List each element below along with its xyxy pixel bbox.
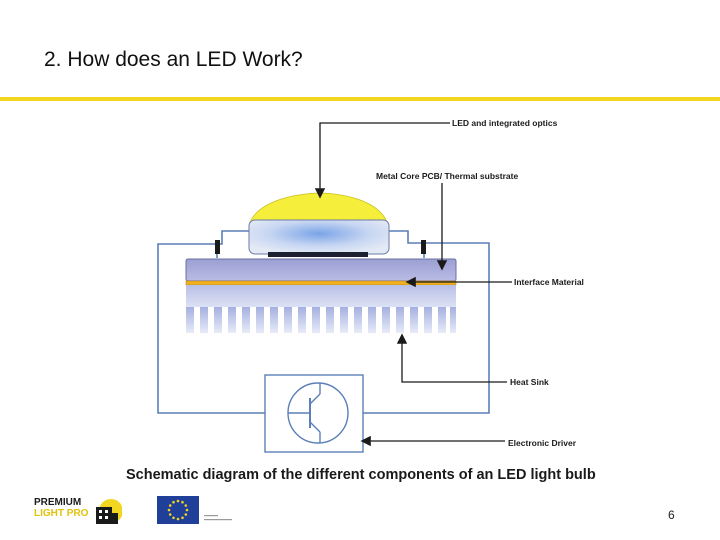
led-die [268, 252, 368, 257]
premium-light-pro-logo: PREMIUM LIGHT PRO [34, 495, 126, 527]
label-metal-core-pcb: Metal Core PCB/ Thermal substrate [376, 171, 518, 181]
diagram-caption: Schematic diagram of the different compo… [126, 467, 596, 483]
eu-flag-icon [157, 496, 199, 524]
logo-text-line2: LIGHT PRO [34, 508, 89, 519]
label-heat-sink: Heat Sink [510, 377, 549, 387]
page-number: 6 [668, 508, 675, 522]
callout-arrows [314, 122, 512, 447]
led-lens [248, 219, 390, 255]
title-rule [0, 97, 720, 101]
logo-text-line1: PREMIUM [34, 497, 82, 508]
label-electronic-driver: Electronic Driver [508, 438, 577, 448]
label-led-optics: LED and integrated optics [452, 118, 558, 128]
arrow-heat-sink [396, 333, 507, 383]
arrow-led-optics [314, 122, 450, 199]
label-interface-material: Interface Material [514, 277, 584, 287]
heat-sink-base [186, 285, 456, 307]
slide-title: 2. How does an LED Work? [44, 48, 303, 71]
heat-sink-fins [186, 307, 456, 333]
eu-cofunding-text-mark [202, 496, 236, 524]
electronic-driver-box [264, 374, 364, 453]
metal-core-pcb [185, 258, 457, 282]
wire-terminals [215, 240, 426, 254]
building-lamp-icon [96, 499, 122, 524]
led-dome [249, 192, 388, 223]
